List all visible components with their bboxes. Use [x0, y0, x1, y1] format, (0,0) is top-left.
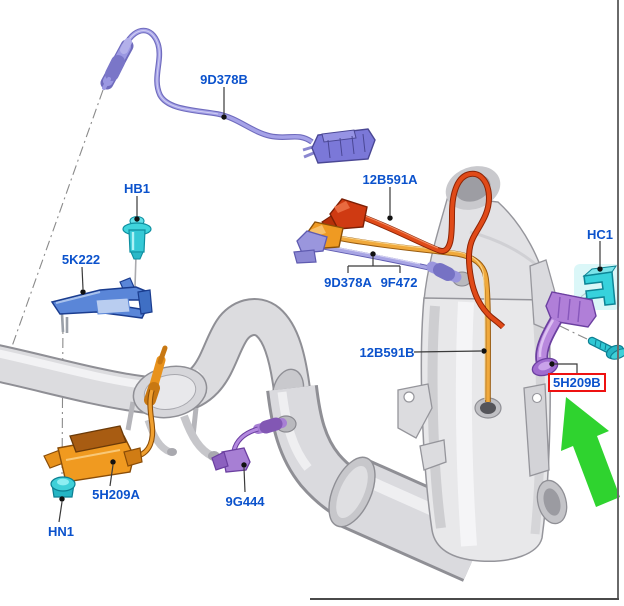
hanger-rods [144, 414, 220, 461]
leader-lines [58, 87, 601, 523]
bracket-5k222 [50, 277, 153, 333]
frame-border-right [617, 0, 619, 600]
leader-dots [59, 114, 603, 502]
sensor-module-5h209a [43, 345, 168, 483]
part-label-12b591b[interactable]: 12B591B [359, 345, 415, 360]
part-label-12b591a[interactable]: 12B591A [362, 172, 418, 187]
highlight-arrow [561, 397, 620, 507]
part-label-5h209a[interactable]: 5H209A [92, 487, 140, 502]
part-label-5k222[interactable]: 5K222 [61, 252, 101, 267]
part-label-9f472[interactable]: 9F472 [380, 275, 418, 290]
part-label-9g444[interactable]: 9G444 [225, 494, 265, 509]
part-label-9d378b[interactable]: 9D378B [200, 72, 248, 87]
nut-hn1 [50, 476, 76, 498]
oxygen-sensor-9d378b [100, 27, 376, 164]
part-label-hb1[interactable]: HB1 [123, 181, 151, 196]
sensor-5h209b [529, 259, 597, 377]
plug-hb1 [122, 215, 152, 288]
part-label-5h209b-highlighted[interactable]: 5H209B [548, 373, 606, 392]
part-label-hc1[interactable]: HC1 [586, 227, 614, 242]
part-label-hn1[interactable]: HN1 [47, 524, 75, 539]
frame-border-bottom [310, 598, 619, 600]
bolt-teal [587, 336, 624, 360]
part-label-9d378a[interactable]: 9D378A [324, 275, 372, 290]
harness-cables [293, 170, 506, 403]
